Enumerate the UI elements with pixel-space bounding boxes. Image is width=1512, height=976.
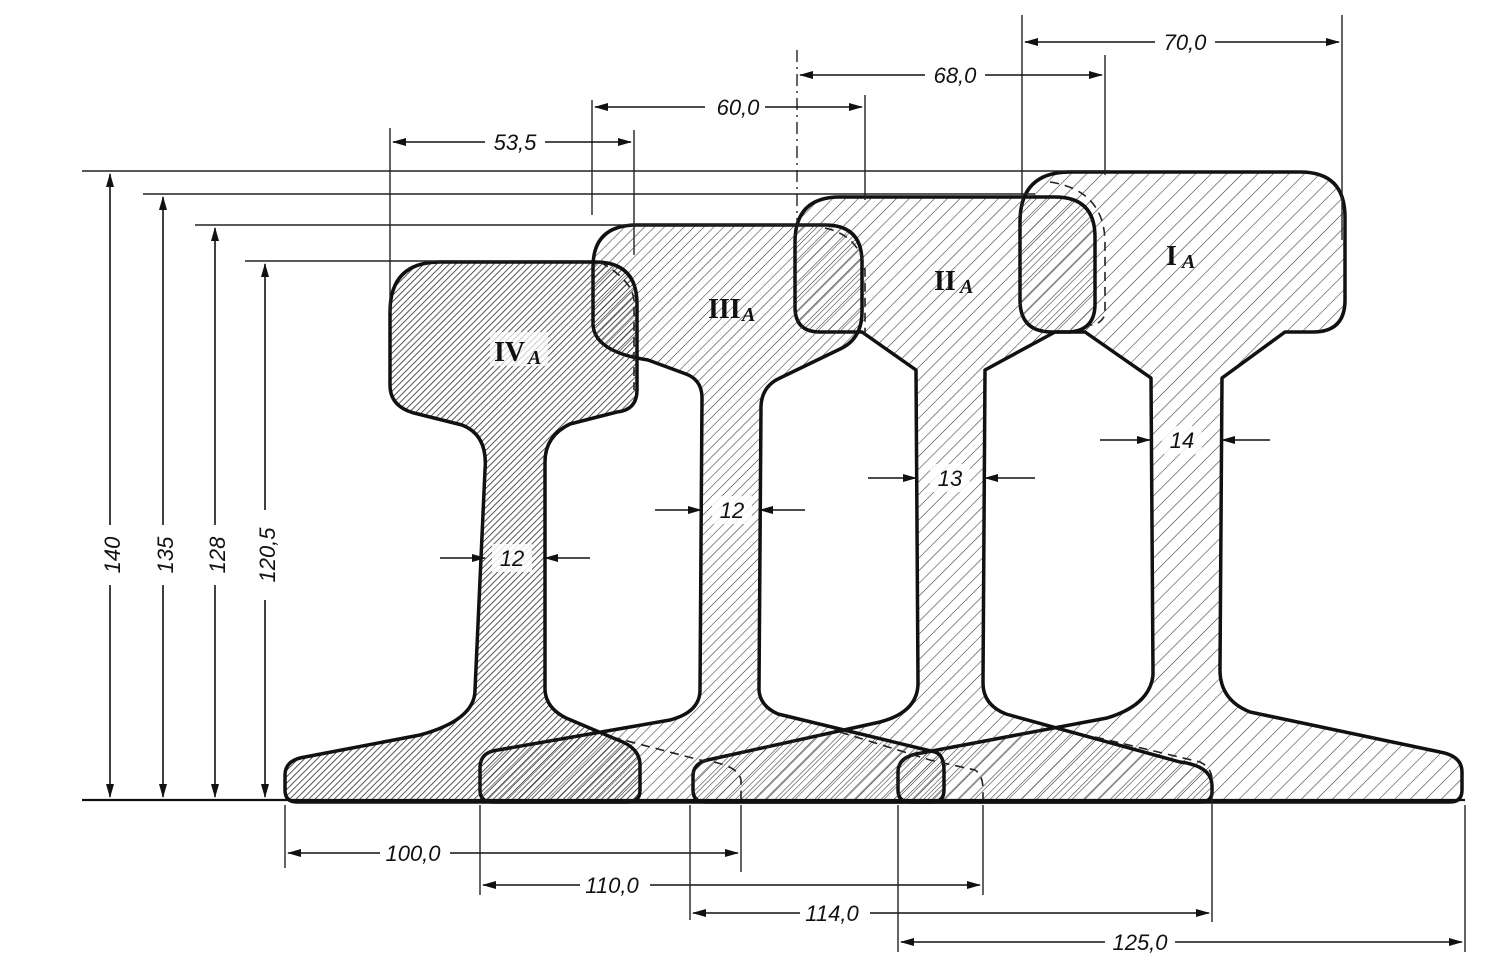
height-label-IV: 120,5 [255,527,280,583]
base-width-label-IV: 100,0 [385,841,441,866]
web-thickness-label-I: 14 [1170,428,1194,453]
rail-type-label-I: I A [1166,241,1195,273]
head-width-label-I: 70,0 [1164,30,1208,55]
svg-text:A: A [1180,251,1195,273]
svg-text:A: A [958,276,973,298]
svg-text:IV: IV [494,337,525,368]
base-width-label-III: 110,0 [585,873,639,898]
height-label-III: 128 [205,536,230,573]
svg-text:A: A [526,347,541,369]
svg-text:A: A [740,304,755,326]
hidden-line-rail-II-base [839,731,984,800]
hidden-line-rail-III-head [599,261,635,390]
head-width-label-III: 60,0 [717,95,761,120]
head-width-label-II: 68,0 [934,63,978,88]
web-thickness-label-IV: 12 [500,546,524,571]
base-width-label-I: 125,0 [1112,930,1168,955]
rail-type-label-III: III A [708,294,755,326]
svg-text:I: I [1166,241,1177,272]
web-thickness-label-III: 12 [720,498,744,523]
rail-type-label-IV: IV A [490,332,548,369]
hidden-line-rail-II-head [824,227,866,335]
svg-text:III: III [708,294,741,325]
height-label-I: 140 [100,536,125,573]
rail-profile-IV [283,260,642,804]
rail-type-label-II: II A [934,266,973,298]
hidden-line-rail-III-base [611,736,742,800]
base-width-label-II: 114,0 [805,901,859,926]
web-thickness-label-II: 13 [938,466,963,491]
head-width-label-IV: 53,5 [494,130,538,155]
hidden-line-rail-I-base [1094,736,1213,781]
svg-text:II: II [934,266,956,297]
height-label-II: 135 [153,536,178,573]
